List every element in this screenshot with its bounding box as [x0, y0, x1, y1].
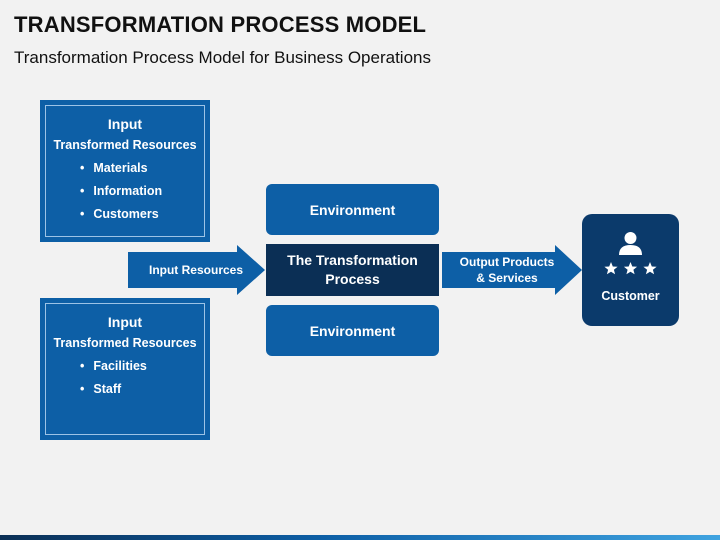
input-item-materials: Materials [80, 157, 204, 180]
input-subheading: Transformed Resources [53, 138, 197, 152]
output-products-arrow [442, 245, 582, 295]
input-item-customers: Customers [80, 203, 204, 226]
input-item-staff: Staff [80, 378, 204, 401]
slide-title: TRANSFORMATION PROCESS MODEL [14, 12, 427, 37]
customer-rating-icon [604, 232, 657, 275]
slide-subtitle: Transformation Process Model for Busines… [14, 48, 431, 67]
input-list: Facilities Staff [46, 355, 204, 401]
input-item-information: Information [80, 180, 204, 203]
input-box-1: Input Transformed Resources Materials In… [40, 100, 210, 242]
output-products-text: Output Products & Services [459, 255, 555, 285]
input-box-1-inner: Input Transformed Resources Materials In… [45, 105, 205, 237]
transformation-process-box: The Transformation Process [266, 244, 439, 296]
customer-box: Customer [582, 214, 679, 326]
bottom-accent-bar [0, 535, 720, 540]
customer-label: Customer [601, 289, 660, 303]
input-resources-label: Input Resources [148, 263, 244, 277]
input-heading: Input [107, 314, 143, 330]
input-subheading: Transformed Resources [53, 336, 197, 350]
input-item-facilities: Facilities [80, 355, 204, 378]
output-products-label: Output Products & Services [446, 252, 568, 288]
environment-top-box: Environment [266, 184, 439, 235]
input-resources-arrow [128, 245, 265, 295]
input-list: Materials Information Customers [46, 157, 204, 226]
transformation-process-label: The Transformation Process [287, 252, 418, 287]
input-box-2-inner: Input Transformed Resources Facilities S… [45, 303, 205, 435]
environment-bottom-box: Environment [266, 305, 439, 356]
input-box-2: Input Transformed Resources Facilities S… [40, 298, 210, 440]
input-heading: Input [107, 116, 143, 132]
